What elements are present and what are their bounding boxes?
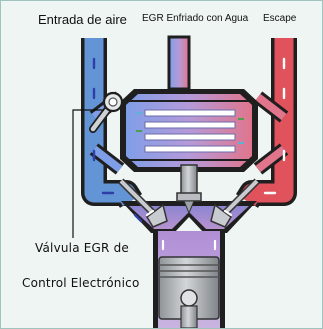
cooler-inlet	[167, 35, 191, 91]
intake-valve	[118, 178, 168, 228]
piston	[158, 256, 220, 328]
air-intake-label: Entrada de aire	[38, 12, 127, 27]
intake-flow-arrows	[92, 57, 143, 223]
egr-valve-icon	[89, 91, 124, 133]
egr-valve-label-line1: Válvula EGR de	[35, 241, 130, 255]
exhaust-flow-arrows	[263, 57, 286, 195]
egr-cooler-label: EGR Enfriado con Agua	[142, 13, 249, 24]
egr-valve-label-line2: Control Electrónico	[22, 276, 140, 290]
exhaust-valve	[210, 178, 260, 228]
injector	[176, 164, 202, 215]
cooler-tubes	[144, 109, 236, 153]
chamber-flow-arrows	[145, 209, 233, 251]
valve-leader-line	[72, 109, 104, 238]
egr-cooler	[120, 89, 258, 172]
exhaust-label: Escape	[263, 13, 297, 24]
